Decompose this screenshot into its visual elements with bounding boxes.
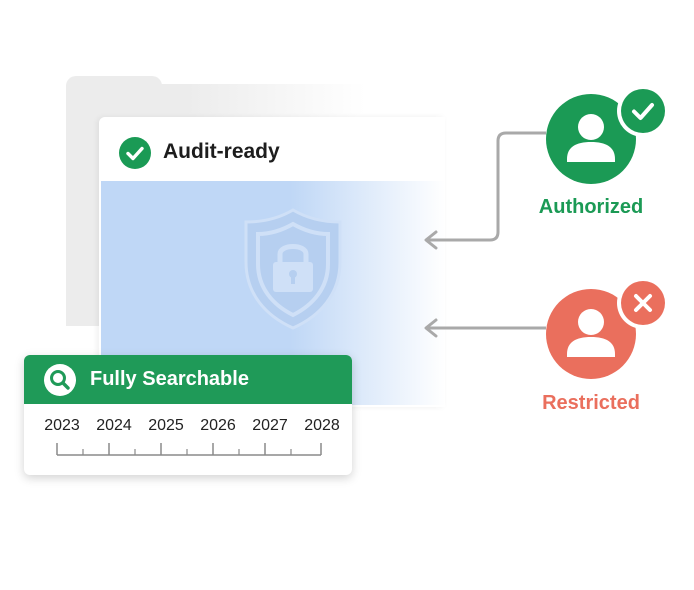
document-title: Audit-ready: [163, 140, 280, 163]
search-card-title: Fully Searchable: [90, 368, 249, 390]
shield-lock-icon: [244, 208, 342, 330]
year-label: 2027: [252, 417, 288, 434]
fully-searchable-card: Fully Searchable 2023 2024 2025 2026 202…: [24, 355, 352, 475]
search-card-header: Fully Searchable: [24, 355, 352, 404]
restricted-x-badge: [621, 281, 665, 325]
search-icon: [44, 364, 76, 396]
restricted-label: Restricted: [542, 392, 640, 414]
year-label: 2023: [44, 417, 80, 434]
user-icon: [567, 309, 615, 357]
close-icon: [634, 294, 652, 312]
year-timeline: 2023 2024 2025 2026 2027 2028: [36, 417, 352, 439]
year-label: 2026: [200, 417, 236, 434]
year-label: 2024: [96, 417, 132, 434]
authorized-check-badge: [621, 89, 665, 133]
year-label: 2025: [148, 417, 184, 434]
timeline-ruler: [56, 443, 322, 456]
check-icon: [632, 103, 654, 120]
document-header: Audit-ready: [99, 117, 445, 181]
year-label: 2028: [304, 417, 340, 434]
user-icon: [567, 114, 615, 162]
authorized-label: Authorized: [538, 196, 644, 218]
check-icon: [119, 137, 151, 169]
